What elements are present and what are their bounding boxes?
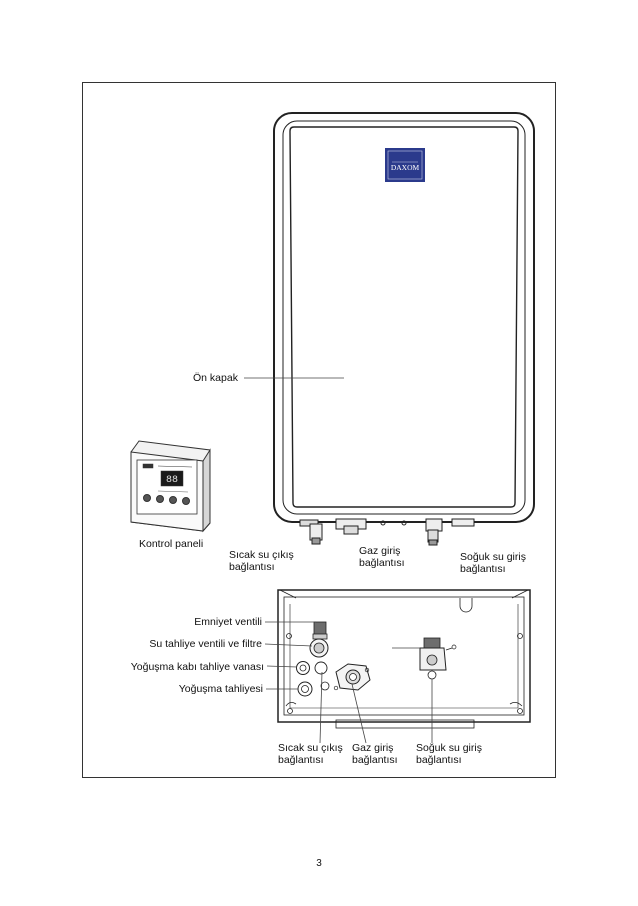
control-panel-display: 88 bbox=[166, 475, 178, 486]
label-top-hot-water-outlet-2: bağlantısı bbox=[229, 561, 275, 573]
brand-logo-text: DAXOM bbox=[391, 163, 420, 172]
boiler-front-view bbox=[273, 112, 535, 546]
label-top-cold-water-inlet-2: bağlantısı bbox=[460, 563, 506, 575]
control-panel-illustration bbox=[130, 440, 211, 533]
label-top-gas-inlet-1: Gaz giriş bbox=[359, 545, 401, 557]
label-bottom-gas-inlet-2: bağlantısı bbox=[352, 754, 398, 766]
label-bottom-hot-water-outlet-1: Sıcak su çıkış bbox=[278, 742, 343, 754]
label-top-hot-water-outlet-1: Sıcak su çıkış bbox=[229, 549, 294, 561]
page-number: 3 bbox=[316, 858, 322, 869]
brand-logo bbox=[385, 148, 425, 182]
label-bottom-cold-water-inlet-1: Soğuk su giriş bbox=[416, 742, 482, 754]
label-control-panel: Kontrol paneli bbox=[139, 538, 204, 550]
label-front-cover: Ön kapak bbox=[193, 372, 238, 384]
label-condensate-drain: Yoğuşma tahliyesi bbox=[178, 683, 263, 695]
leader-lines bbox=[264, 621, 433, 744]
label-drain-valve-filter: Su tahliye ventili ve filtre bbox=[149, 638, 262, 650]
label-bottom-cold-water-inlet-2: bağlantısı bbox=[416, 754, 462, 766]
figure-frame bbox=[82, 82, 556, 778]
label-bottom-hot-water-outlet-2: bağlantısı bbox=[278, 754, 324, 766]
label-bottom-gas-inlet-1: Gaz giriş bbox=[352, 742, 394, 754]
label-safety-valve: Emniyet ventili bbox=[194, 616, 262, 628]
boiler-bottom-view bbox=[277, 589, 531, 729]
label-condensate-drain-valve: Yoğuşma kabı tahliye vanası bbox=[130, 661, 264, 673]
label-top-cold-water-inlet-1: Soğuk su giriş bbox=[460, 551, 526, 563]
label-top-gas-inlet-2: bağlantısı bbox=[359, 557, 405, 569]
